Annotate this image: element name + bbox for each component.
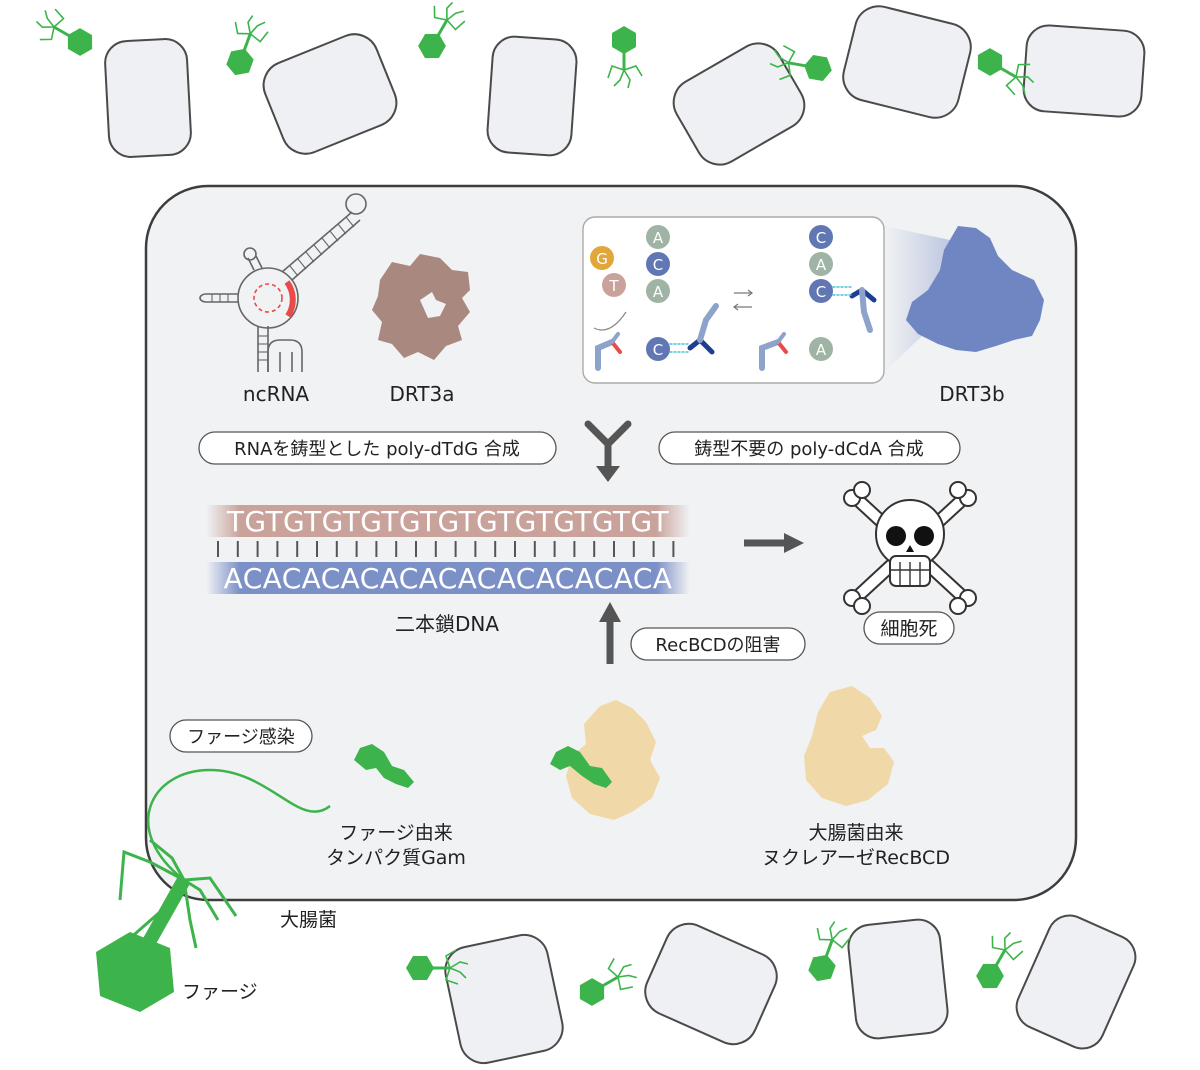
svg-text:A: A [653, 283, 664, 301]
recbcd-inhibition-pill [630, 627, 806, 661]
nucleotide-a [809, 252, 833, 276]
ncrna-label: ncRNA [243, 382, 310, 406]
svg-text:A: A [816, 256, 827, 274]
svg-text:A: A [816, 341, 827, 359]
nucleotide-c [809, 225, 833, 249]
ecoli-cell [104, 38, 192, 158]
top-strand [206, 505, 690, 537]
ecoli-cell [672, 42, 806, 166]
phage-icon [27, 2, 102, 67]
bottom-strand-sequence: ACACACACACACACACACACACA [224, 562, 673, 595]
ecoli-cell [262, 33, 398, 155]
nucleotide-a [809, 337, 833, 361]
gam-label-line1: ファージ由来 [339, 822, 453, 844]
nucleotide-g [590, 246, 614, 270]
drt3b-protein [906, 226, 1044, 352]
base-pair-rungs [217, 541, 675, 557]
phage-infection-pill [169, 719, 313, 753]
inhibition-arrow-head [599, 602, 621, 622]
equilibrium-arrows [733, 289, 753, 311]
ecoli-cell [444, 933, 564, 1065]
nucleotide-a [646, 225, 670, 249]
nucleotide-a [646, 279, 670, 303]
external-ecoli-cells-bottom [444, 914, 1137, 1065]
svg-text:A: A [653, 229, 664, 247]
ecoli-cell [1015, 914, 1137, 1050]
rna-templated-synthesis-pill [198, 431, 557, 465]
gam-protein-bound [550, 746, 612, 788]
phage-infection-label: ファージ感染 [187, 727, 295, 748]
ecoli-label: 大腸菌 [280, 909, 337, 931]
nucleotide-c [809, 279, 833, 303]
dsdna-duplex: TGTGTGTGTGTGTGTGTGTGTGT ACACACACACACACAC… [206, 505, 690, 595]
to-death-arrow-head [784, 533, 804, 553]
arrow-curve [593, 311, 627, 331]
template-free-synthesis-label: 鋳型不要の poly-dCdA 合成 [694, 439, 923, 460]
residue-sticks-right [759, 286, 877, 371]
svg-text:T: T [608, 277, 619, 295]
merge-arrow [584, 420, 632, 472]
residue-sticks-left [595, 303, 719, 371]
ecoli-cell [1022, 24, 1146, 118]
recbcd-inhibition-label: RecBCDの阻害 [655, 635, 780, 656]
svg-text:C: C [816, 229, 826, 247]
recbcd-gam-complex [566, 700, 660, 820]
ecoli-cell [842, 5, 972, 119]
nucleotide-c [646, 337, 670, 361]
recbcd-label-line1: 大腸菌由来 [808, 822, 903, 844]
drt3b-label: DRT3b [939, 382, 1004, 406]
drt3b-mechanism-panel [582, 216, 885, 384]
phage-icon [606, 24, 644, 90]
svg-text:C: C [653, 256, 663, 274]
phage-icon [216, 9, 273, 83]
phage-dna-strand [146, 768, 331, 881]
template-free-synthesis-pill [658, 431, 961, 465]
svg-text:C: C [816, 283, 826, 301]
phage-icon [407, 0, 472, 68]
nucleotide-c [646, 252, 670, 276]
ecoli-cell [847, 918, 949, 1040]
bottom-strand [206, 562, 690, 594]
svg-text:G: G [596, 250, 608, 268]
gam-protein [354, 744, 414, 788]
top-strand-sequence: TGTGTGTGTGTGTGTGTGTGTGT [226, 505, 670, 538]
ecoli-cell [644, 922, 778, 1046]
cell-death-pill [863, 611, 955, 645]
phage-large-icon [96, 838, 238, 1012]
skull-icon [843, 481, 977, 615]
gam-label-line2: タンパク質Gam [326, 847, 466, 869]
nucleotide-chain-right: C A C A [809, 225, 833, 361]
svg-text:C: C [653, 341, 663, 359]
ncrna-structure [199, 193, 367, 372]
drt3a-protein [372, 254, 470, 360]
phage-icon [569, 950, 644, 1015]
recbcd-label-line2: ヌクレアーゼRecBCD [762, 847, 950, 869]
drt3a-label: DRT3a [389, 382, 454, 406]
phage-icon [798, 915, 855, 989]
merge-arrow-head [596, 466, 620, 482]
dsdna-label: 二本鎖DNA [395, 612, 499, 636]
cell-death-label: 細胞死 [880, 618, 937, 640]
rna-templated-synthesis-label: RNAを鋳型とした poly-dTdG 合成 [234, 439, 520, 460]
phage-label: ファージ [182, 981, 258, 1003]
phage-icon [965, 923, 1030, 998]
ecoli-cell [486, 35, 578, 157]
nucleotide-t [602, 273, 626, 297]
recbcd-protein [804, 686, 894, 806]
nucleotide-chain-left: A C A C [646, 225, 670, 361]
